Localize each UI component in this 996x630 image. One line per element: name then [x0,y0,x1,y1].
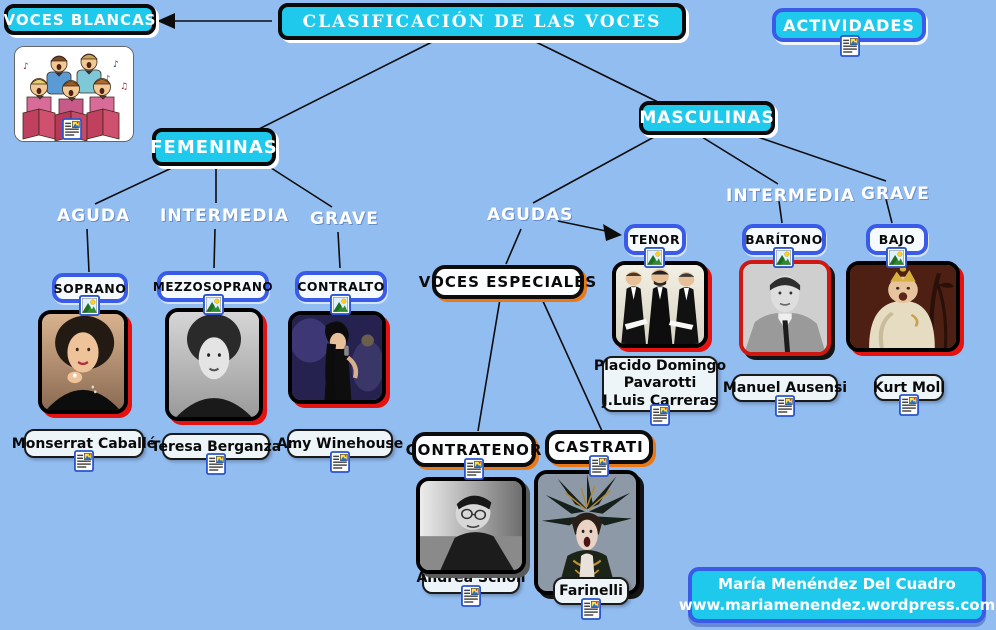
andrea-scholl-text: Andrea Scholl [416,570,526,586]
node-masculinas: MASCULINAS [639,101,775,135]
svg-text:♪: ♪ [113,60,119,70]
tenors-line3: J.Luis Carreras [602,392,718,409]
choir-document-icon[interactable] [62,118,82,140]
baritono-picture-icon[interactable] [773,247,794,268]
baritono-label: BARÍTONO [745,232,823,247]
tenor-label: TENOR [629,232,681,247]
level-masc-grave: GRAVE [861,184,930,204]
svg-text:♫: ♫ [120,82,128,92]
contralto-picture-icon[interactable] [330,294,351,315]
tenors-line2: Pavarotti [623,375,697,392]
tenors-document-icon[interactable] [650,404,670,426]
soprano-label: SOPRANO [53,280,127,296]
amy-winehouse-text: Amy Winehouse [276,435,404,452]
photo-monserrat-caballe [38,310,128,414]
tenor-picture-icon[interactable] [644,247,665,268]
level-masc-agudas: AGUDAS [487,205,574,225]
farinelli-text: Farinelli [559,583,623,599]
credit-box[interactable]: María Menéndez Del Cuadro www.mariamenen… [679,567,995,623]
map-title-label: CLASIFICACIÓN DE LAS VOCES [302,11,662,32]
bajo-label: BAJO [878,232,916,247]
voces-especiales-label: VOCES ESPECIALES [418,273,598,291]
photo-andrea-scholl [416,477,526,574]
credit-author: María Menéndez Del Cuadro [718,575,956,593]
mezzosoprano-picture-icon[interactable] [203,294,224,315]
node-voces-blancas[interactable]: VOCES BLANCAS [4,4,156,35]
voces-blancas-label: VOCES BLANCAS [3,10,157,29]
photo-teresa-berganza [165,308,263,421]
node-contralto: CONTRALTO [295,271,387,302]
photo-kurt-moll [846,261,960,352]
monserrat-caballe-text: Monserrat Caballé [11,435,157,452]
level-fem-grave: GRAVE [310,209,379,229]
femeninas-label: FEMENINAS [150,136,278,158]
map-title: CLASIFICACIÓN DE LAS VOCES [278,3,686,40]
masculinas-label: MASCULINAS [639,108,775,128]
contratenor-document-icon[interactable] [464,458,484,480]
credit-url: www.mariamenendez.wordpress.com [678,596,996,614]
contralto-label: CONTRALTO [297,279,385,294]
svg-text:♪: ♪ [105,74,110,83]
manuel-ausensi-text: Manuel Ausensi [722,380,848,396]
level-fem-intermedia: INTERMEDIA [160,206,289,226]
name-three-tenors: Placido Domingo Pavarotti J.Luis Carrera… [594,356,726,412]
photo-amy-winehouse [288,311,386,404]
svg-text:♪: ♪ [23,62,29,72]
level-masc-intermedia: INTERMEDIA [726,186,855,206]
winehouse-document-icon[interactable] [330,451,350,473]
berganza-document-icon[interactable] [206,453,226,475]
contratenor-label: CONTRATENOR [405,440,543,459]
tenors-line1: Placido Domingo [593,357,727,374]
name-kurt-moll: Kurt Moll [872,374,946,401]
actividades-document-icon[interactable] [840,35,860,57]
node-voces-especiales: VOCES ESPECIALES [419,265,596,299]
soprano-picture-icon[interactable] [79,295,100,316]
bajo-picture-icon[interactable] [886,247,907,268]
level-fem-aguda: AGUDA [57,206,131,226]
farinelli-document-icon[interactable] [581,598,601,620]
kurt-moll-text: Kurt Moll [872,379,946,396]
caballe-document-icon[interactable] [74,450,94,472]
photo-manuel-ausensi [739,260,831,356]
ausensi-document-icon[interactable] [775,395,795,417]
node-femeninas: FEMENINAS [150,128,278,166]
actividades-label: ACTIVIDADES [783,15,915,35]
moll-document-icon[interactable] [899,394,919,416]
teresa-berganza-text: Teresa Berganza [150,438,282,455]
castrati-label: CASTRATI [554,438,644,456]
node-soprano: SOPRANO [52,273,128,303]
scholl-document-icon[interactable] [461,585,481,607]
photo-three-tenors [612,261,708,348]
mezzosoprano-label: MEZZOSOPRANO [152,279,274,294]
castrati-document-icon[interactable] [589,455,609,477]
